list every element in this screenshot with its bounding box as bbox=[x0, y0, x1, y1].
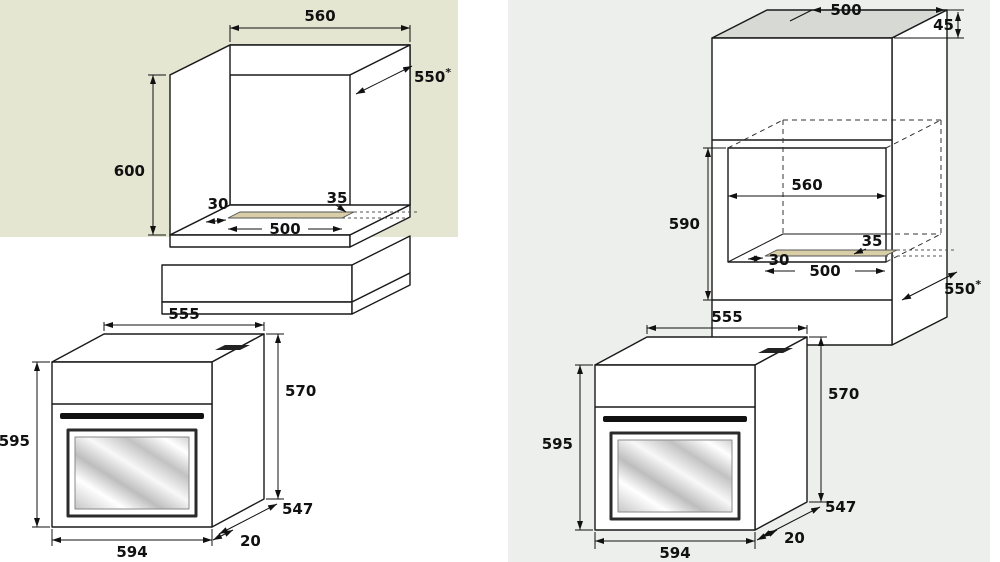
column-side-panel bbox=[891, 9, 948, 346]
oven-side-face bbox=[211, 333, 265, 528]
dim-oven-front-height-label: 595 bbox=[0, 432, 30, 450]
dim-oven-front-height-label: 595 bbox=[542, 435, 573, 453]
left-oven-dimension-labels: 555 570 595 594 547 20 bbox=[0, 305, 316, 561]
dim-niche-depth-label: 550* bbox=[944, 278, 981, 298]
oven-top-grip-icon bbox=[215, 345, 250, 350]
right-panel: 500 45 560 590 30 500 35 550* bbox=[508, 0, 990, 562]
dim-oven-top-width-label: 555 bbox=[711, 308, 742, 326]
dim-column-top-depth-label: 500 bbox=[830, 1, 861, 19]
oven-side-face bbox=[754, 336, 808, 531]
dim-niche-height-label: 590 bbox=[669, 215, 700, 233]
niche-front-rail-side bbox=[349, 204, 411, 248]
right-oven-dimension-labels: 555 570 595 594 547 20 bbox=[542, 308, 860, 562]
dim-niche-width-label: 560 bbox=[304, 7, 335, 25]
oven-window-glass bbox=[74, 436, 190, 510]
right-oven bbox=[594, 336, 808, 531]
dim-oven-front-width-label: 594 bbox=[659, 544, 690, 562]
niche-opening bbox=[727, 147, 887, 263]
dim-column-top-edge-label: 45 bbox=[933, 16, 954, 34]
plinth-front bbox=[161, 264, 353, 303]
oven-window-glass bbox=[617, 439, 733, 513]
oven-door-handle bbox=[60, 413, 204, 419]
dim-oven-body-height-label: 570 bbox=[285, 382, 316, 400]
dim-vent-width-label: 500 bbox=[809, 262, 840, 280]
right-oven-dimensions bbox=[575, 325, 827, 549]
right-niche-dimension-labels: 500 45 560 590 30 500 35 550* bbox=[669, 1, 982, 298]
dim-vent-gap-label: 30 bbox=[769, 251, 790, 269]
plinth-base-side bbox=[351, 272, 411, 315]
right-hidden-edges bbox=[727, 119, 942, 263]
dim-oven-body-height-label: 570 bbox=[828, 385, 859, 403]
left-niche-cabinet bbox=[161, 44, 411, 315]
dim-oven-depth-label: 547 bbox=[825, 498, 856, 516]
dim-oven-door-offset-label: 20 bbox=[784, 529, 805, 547]
left-niche-dimensions bbox=[148, 25, 413, 236]
dim-oven-door-offset-label: 20 bbox=[240, 532, 261, 550]
dim-vent-gap-label: 30 bbox=[208, 195, 229, 213]
dim-niche-depth-label: 550* bbox=[414, 66, 451, 86]
right-vent-strip bbox=[764, 249, 956, 257]
dim-vent-depth-label: 35 bbox=[327, 189, 348, 207]
right-niche-dimensions bbox=[703, 7, 964, 301]
left-oven-dimensions bbox=[32, 322, 284, 546]
dim-oven-depth-label: 547 bbox=[282, 500, 313, 518]
oven-door-handle bbox=[603, 416, 747, 422]
dim-vent-width-label: 500 bbox=[269, 220, 300, 238]
vent-strip-shape bbox=[227, 211, 355, 219]
left-niche-dimension-labels: 560 550* 600 30 500 35 bbox=[114, 7, 452, 238]
dim-vent-depth-label: 35 bbox=[862, 232, 883, 250]
oven-top-grip-icon bbox=[758, 348, 793, 353]
dim-niche-height-label: 600 bbox=[114, 162, 145, 180]
left-panel: 560 550* 600 30 500 35 bbox=[0, 0, 458, 561]
dim-niche-width-label: 560 bbox=[791, 176, 822, 194]
right-column-cabinet bbox=[711, 9, 948, 346]
niche-floor-left-edge bbox=[727, 233, 784, 263]
left-vent-strip bbox=[227, 211, 418, 219]
dim-oven-top-width-label: 555 bbox=[168, 305, 199, 323]
niche-front-rail bbox=[169, 234, 351, 248]
dim-oven-front-width-label: 594 bbox=[116, 543, 147, 561]
left-oven bbox=[51, 333, 265, 528]
